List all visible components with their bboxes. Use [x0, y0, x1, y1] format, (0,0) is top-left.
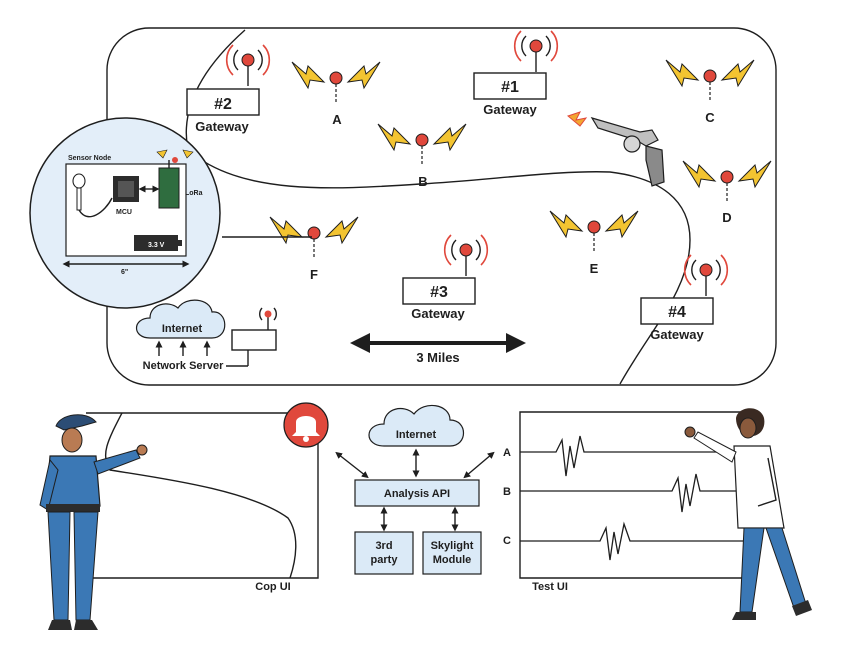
map-internet-label: Internet [162, 323, 203, 335]
third-party-box [354, 531, 414, 575]
sensor-node-title: Sensor Node [68, 155, 111, 162]
network-server-label: Network Server [143, 360, 224, 372]
sensor-e: E [549, 210, 639, 276]
api-cop-arrow [335, 451, 369, 479]
gateway-1-label: Gateway [483, 102, 537, 117]
gateway-1-id: #1 [501, 79, 519, 96]
mcu-chip: MCU [113, 176, 139, 216]
waveform-c [520, 521, 752, 561]
sensor-b: B [377, 123, 467, 189]
test-ui-channel-c: C [503, 535, 511, 547]
lora-module: LoRa [156, 149, 203, 209]
lora-label: LoRa [185, 190, 203, 197]
gateway-4-label: Gateway [650, 327, 704, 342]
skylight-line-2: Module [433, 554, 472, 566]
analysis-internet-label: Internet [396, 429, 437, 441]
sensor-d: D [682, 160, 772, 225]
revolver-icon [566, 111, 665, 187]
third-party-line-2: party [371, 554, 399, 566]
sensor-b-label: B [418, 174, 427, 189]
sensor-f-label: F [310, 267, 318, 282]
gateway-4: #4 Gateway [640, 254, 729, 342]
gateway-2-label: Gateway [195, 119, 249, 134]
sensor-node-board: Sensor Node MCU LoRa 3.3 V 6" [62, 149, 203, 276]
api-test-arrow [463, 451, 495, 479]
cop-ui-map-line [104, 412, 297, 579]
waveform-b [520, 473, 744, 513]
test-ui-channel-b: B [503, 486, 511, 498]
cop-ui-label: Cop UI [255, 581, 290, 593]
network-server-icon [226, 307, 277, 367]
analysis-api-box [354, 479, 480, 507]
gateway-2-id: #2 [214, 96, 232, 113]
map-internet-cloud: Internet [135, 299, 226, 339]
test-ui-panel [519, 411, 752, 579]
sensor-c-label: C [705, 110, 715, 125]
sensor-d-label: D [722, 210, 731, 225]
cop-ui-panel [78, 412, 319, 579]
third-party-line-1: 3rd [375, 540, 392, 552]
sensor-c: C [665, 59, 755, 125]
microphone-icon [72, 173, 113, 218]
sensor-e-label: E [590, 261, 599, 276]
mcu-label: MCU [116, 209, 132, 216]
scientist-illustration [684, 408, 812, 620]
test-ui-label: Test UI [532, 581, 568, 593]
gateway-2: #2 Gateway [186, 44, 271, 134]
battery-label: 3.3 V [148, 242, 165, 249]
test-ui-channel-a: A [503, 447, 511, 459]
police-officer-illustration [39, 414, 148, 630]
battery-icon: 3.3 V [134, 235, 182, 251]
gateway-3-label: Gateway [411, 306, 465, 321]
sensor-f: F [269, 216, 359, 282]
skylight-line-1: Skylight [431, 540, 474, 552]
scale-label: 3 Miles [416, 350, 459, 365]
analysis-internet-cloud: Internet [368, 404, 465, 447]
upload-arrows [155, 340, 211, 356]
skylight-module-box [422, 531, 482, 575]
sensor-a: A [291, 61, 381, 127]
gateway-1: #1 Gateway [473, 30, 559, 117]
alarm-bell-icon [283, 402, 329, 448]
gateway-3-id: #3 [430, 284, 448, 301]
board-width-label: 6" [121, 269, 128, 276]
analysis-api-label: Analysis API [384, 488, 450, 500]
waveform-a [520, 435, 720, 477]
sensor-a-label: A [332, 112, 342, 127]
gateway-3: #3 Gateway [402, 234, 489, 321]
gateway-4-id: #4 [668, 304, 686, 321]
